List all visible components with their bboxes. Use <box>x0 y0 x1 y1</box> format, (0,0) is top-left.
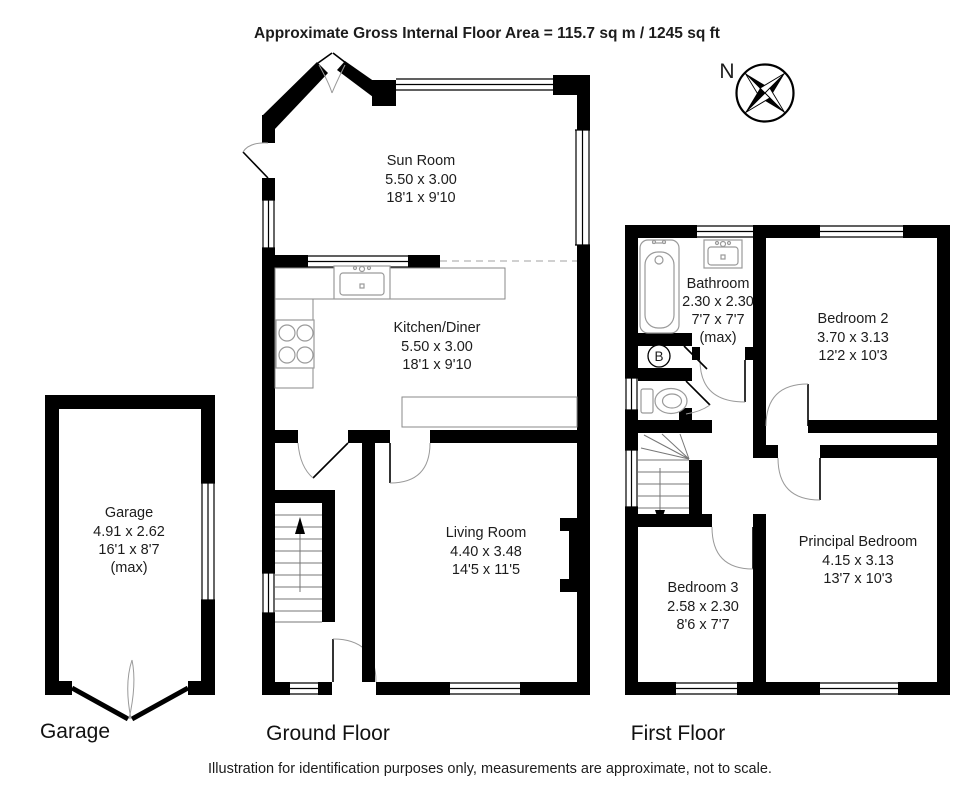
bedroom3-name: Bedroom 3 <box>668 580 739 596</box>
floor-label-ground: Ground Floor <box>266 722 390 745</box>
living-room-door-icon <box>389 442 431 484</box>
wc-door-icon <box>685 380 711 415</box>
sun-room-name: Sun Room <box>387 153 456 169</box>
bedroom2-name: Bedroom 2 <box>818 311 889 327</box>
bedroom2-dim-imperial: 12'2 x 10'3 <box>818 348 887 364</box>
bathroom-dim-imperial: 7'7 x 7'7 <box>691 312 744 328</box>
cupboard-door-icon <box>683 345 708 370</box>
floor-label-first: First Floor <box>631 722 726 745</box>
garage-dim-imperial: 16'1 x 8'7 <box>98 542 159 558</box>
disclaimer-text: Illustration for identification purposes… <box>208 761 772 777</box>
garage-name: Garage <box>105 505 153 521</box>
sun-room-side-door-icon <box>242 142 269 179</box>
floor-label-garage: Garage <box>40 720 110 743</box>
room-label-bedroom2: Bedroom 2 3.70 x 3.13 12'2 x 10'3 <box>817 311 889 364</box>
principal-bedroom-name: Principal Bedroom <box>799 534 917 550</box>
principal-bedroom-door-icon <box>777 457 821 501</box>
kitchen-sink-icon <box>333 265 391 300</box>
bedroom2-dim-metric: 3.70 x 3.13 <box>817 330 889 346</box>
sun-room-dim-metric: 5.50 x 3.00 <box>385 172 457 188</box>
bedroom2-door-icon <box>765 383 809 427</box>
french-doors-icon <box>317 52 347 94</box>
room-label-bedroom3: Bedroom 3 2.58 x 2.30 8'6 x 7'7 <box>667 580 739 633</box>
bedroom3-dim-metric: 2.58 x 2.30 <box>667 599 739 615</box>
bathroom-sink-icon <box>703 239 743 269</box>
bath-icon <box>639 239 680 334</box>
kitchen-dim-metric: 5.50 x 3.00 <box>401 339 473 355</box>
chimney-breast <box>560 518 577 592</box>
bathroom-dim-metric: 2.30 x 2.30 <box>682 294 754 310</box>
room-label-kitchen: Kitchen/Diner 5.50 x 3.00 18'1 x 9'10 <box>393 320 480 373</box>
bedroom3-door-icon <box>711 526 754 570</box>
staircase-up-icon <box>275 490 335 623</box>
bathroom-name: Bathroom <box>687 276 750 292</box>
room-label-bathroom: Bathroom 2.30 x 2.30 7'7 x 7'7 (max) <box>682 276 754 346</box>
boiler-label: B <box>654 349 663 364</box>
room-label-principal-bedroom: Principal Bedroom 4.15 x 3.13 13'7 x 10'… <box>799 534 917 587</box>
living-room-name: Living Room <box>446 525 527 541</box>
sun-room-dim-imperial: 18'1 x 9'10 <box>386 190 455 206</box>
room-label-living-room: Living Room 4.40 x 3.48 14'5 x 11'5 <box>446 525 527 578</box>
toilet-icon <box>640 387 688 415</box>
bathroom-dim-note: (max) <box>699 330 736 346</box>
hob-icon <box>275 319 315 369</box>
compass-north-label: N <box>719 60 734 83</box>
principal-bedroom-dim-metric: 4.15 x 3.13 <box>822 553 894 569</box>
principal-bedroom-dim-imperial: 13'7 x 10'3 <box>823 571 892 587</box>
garage-dim-metric: 4.91 x 2.62 <box>93 524 165 540</box>
first-floor-plan: B Bathroom 2.30 x 2.30 7'7 x 7'7 (max) B… <box>625 225 950 695</box>
garage-dim-note: (max) <box>110 560 147 576</box>
living-room-dim-imperial: 14'5 x 11'5 <box>452 562 520 578</box>
kitchen-dim-imperial: 18'1 x 9'10 <box>402 357 471 373</box>
bedroom3-dim-imperial: 8'6 x 7'7 <box>676 617 729 633</box>
ground-floor-plan: Sun Room 5.50 x 3.00 18'1 x 9'10 Kitchen… <box>242 52 590 695</box>
bathroom-door-icon <box>699 359 746 403</box>
room-label-sun-room: Sun Room 5.50 x 3.00 18'1 x 9'10 <box>385 153 457 206</box>
garage-door-icon <box>70 659 190 722</box>
living-room-dim-metric: 4.40 x 3.48 <box>450 544 522 560</box>
boiler-icon: B <box>647 344 671 368</box>
room-label-garage: Garage 4.91 x 2.62 16'1 x 8'7 (max) <box>93 505 165 576</box>
kitchen-name: Kitchen/Diner <box>393 320 480 336</box>
page-title: Approximate Gross Internal Floor Area = … <box>254 25 720 42</box>
vestibule-door-icon <box>297 442 349 479</box>
compass-icon: N <box>719 60 795 123</box>
staircase-down-icon <box>638 433 690 525</box>
garage-plan: Garage 4.91 x 2.62 16'1 x 8'7 (max) <box>45 395 215 722</box>
